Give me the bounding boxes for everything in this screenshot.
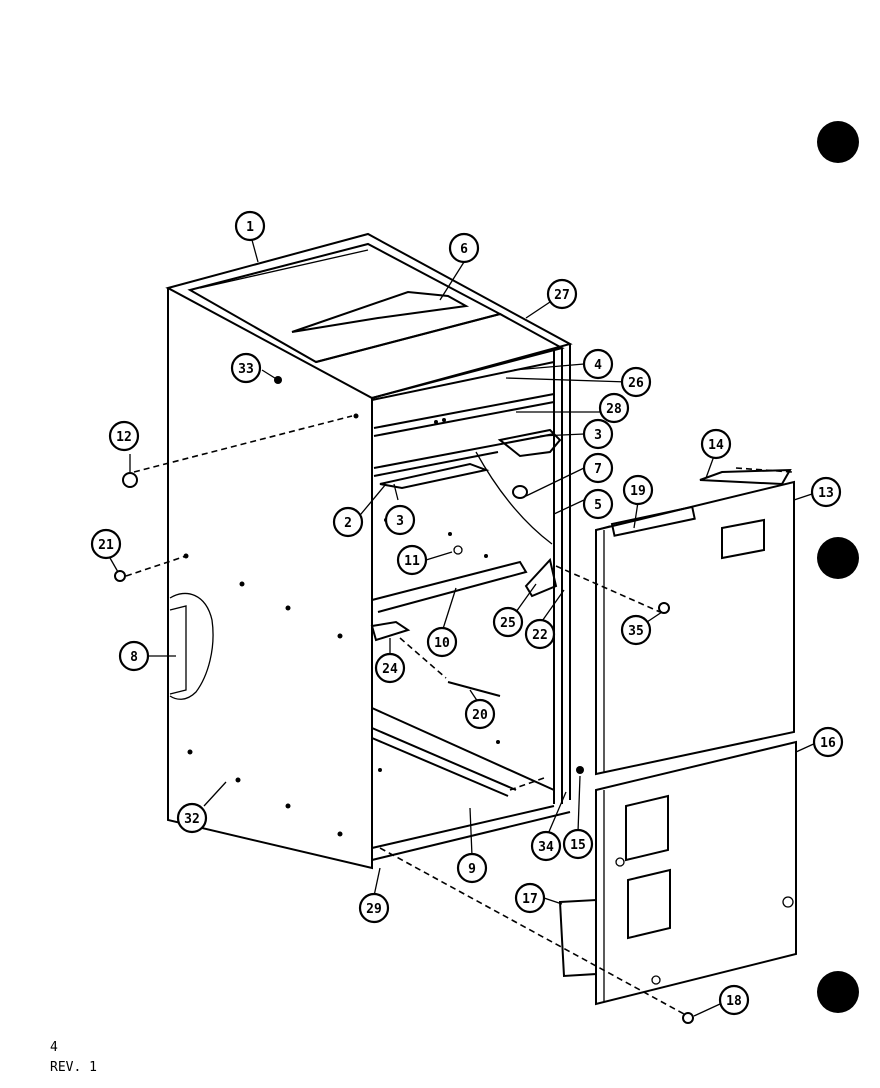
fastener-hole (187, 749, 193, 755)
registration-dot (817, 121, 859, 163)
svg-text:2: 2 (344, 516, 352, 531)
svg-text:8: 8 (130, 650, 138, 665)
leader-lines (109, 239, 819, 1017)
callout-2: 2 (332, 506, 364, 538)
callout-11: 11 (396, 544, 428, 576)
plug-12 (122, 472, 138, 488)
fastener-hole (378, 768, 382, 772)
svg-text:28: 28 (606, 402, 622, 417)
callout-9: 9 (456, 852, 488, 884)
page-number: 4 (50, 1040, 58, 1055)
callout-3-lower: 3 (384, 504, 416, 536)
svg-text:27: 27 (554, 288, 570, 303)
callout-15: 15 (562, 828, 594, 860)
fastener-hole (353, 413, 359, 419)
svg-text:26: 26 (628, 376, 644, 391)
svg-text:22: 22 (532, 628, 548, 643)
svg-text:17: 17 (522, 892, 538, 907)
svg-text:35: 35 (628, 624, 644, 639)
svg-text:25: 25 (500, 616, 516, 631)
svg-text:3: 3 (396, 514, 404, 529)
callout-4: 4 (582, 348, 614, 380)
fastener-hole (239, 581, 245, 587)
fastener-hole (442, 418, 446, 422)
callout-7: 7 (582, 452, 614, 484)
svg-text:6: 6 (460, 242, 468, 257)
callout-3-upper: 3 (582, 418, 614, 450)
svg-text:19: 19 (630, 484, 646, 499)
svg-text:29: 29 (366, 902, 382, 917)
callout-19: 19 (622, 474, 654, 506)
fastener-hole (337, 633, 343, 639)
callout-6: 6 (448, 232, 480, 264)
callout-17: 17 (514, 882, 546, 914)
callout-18: 18 (718, 984, 750, 1016)
callout-28: 28 (598, 392, 630, 424)
fastener-hole (337, 831, 343, 837)
screw-18 (682, 1012, 694, 1024)
plug-21 (114, 570, 126, 582)
svg-text:10: 10 (434, 636, 450, 651)
svg-text:7: 7 (594, 462, 602, 477)
callout-35: 35 (620, 614, 652, 646)
callout-16: 16 (812, 726, 844, 758)
callout-14: 14 (700, 428, 732, 460)
registration-dot (817, 971, 859, 1013)
svg-text:18: 18 (726, 994, 742, 1009)
grommet-7 (512, 485, 528, 499)
fastener-hole (235, 777, 241, 783)
svg-text:34: 34 (538, 840, 554, 855)
callout-8: 8 (118, 640, 150, 672)
callout-32: 32 (176, 802, 208, 834)
fastener-hole (285, 605, 291, 611)
svg-text:5: 5 (594, 498, 602, 513)
rod-20 (447, 681, 501, 697)
screw-11 (453, 545, 463, 555)
svg-text:11: 11 (404, 554, 420, 569)
callout-5: 5 (582, 488, 614, 520)
callout-24: 24 (374, 652, 406, 684)
fastener-hole (285, 803, 291, 809)
screw-15 (576, 766, 584, 774)
callout-12: 12 (108, 420, 140, 452)
registration-dot (817, 537, 859, 579)
svg-text:4: 4 (594, 358, 602, 373)
svg-text:13: 13 (818, 486, 834, 501)
svg-text:24: 24 (382, 662, 398, 677)
svg-text:15: 15 (570, 838, 586, 853)
screw-35 (658, 602, 670, 614)
callout-27: 27 (546, 278, 578, 310)
upper-door-panel (595, 468, 795, 776)
fastener-hole (484, 554, 488, 558)
callout-34: 34 (530, 830, 562, 862)
svg-text:9: 9 (468, 862, 476, 877)
fastener-hole (496, 740, 500, 744)
cabinet (165, 232, 573, 870)
callout-21: 21 (90, 528, 122, 560)
revision-label: REV. 1 (50, 1060, 97, 1075)
bracket-24 (370, 620, 411, 642)
callout-10: 10 (426, 626, 458, 658)
fastener-hole (434, 420, 438, 424)
lower-door-panel (558, 740, 797, 1006)
callout-20: 20 (464, 698, 496, 730)
callout-29: 29 (358, 892, 390, 924)
callout-33: 33 (230, 352, 262, 384)
callout-26: 26 (620, 366, 652, 398)
callout-25: 25 (492, 606, 524, 638)
svg-text:1: 1 (246, 220, 254, 235)
callout-1: 1 (234, 210, 266, 242)
svg-text:12: 12 (116, 430, 132, 445)
svg-text:32: 32 (184, 812, 200, 827)
fastener-hole (448, 532, 452, 536)
callout-22: 22 (524, 618, 556, 650)
svg-text:33: 33 (238, 362, 254, 377)
svg-text:3: 3 (594, 428, 602, 443)
svg-text:21: 21 (98, 538, 114, 553)
callout-13: 13 (810, 476, 842, 508)
svg-text:20: 20 (472, 708, 488, 723)
svg-text:14: 14 (708, 438, 724, 453)
svg-text:16: 16 (820, 736, 836, 751)
